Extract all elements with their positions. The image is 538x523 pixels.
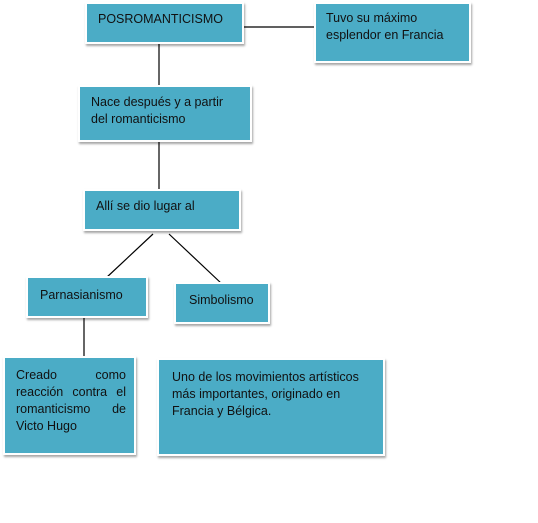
node-alli-se-dio-label: Allí se dio lugar al	[96, 199, 195, 213]
node-uno-de-los-label: Uno de los movimientos artísticos más im…	[172, 370, 359, 418]
node-creado-como-label: Creado como reacción contra el romantici…	[16, 368, 126, 433]
node-posromanticismo-label: POSROMANTICISMO	[98, 12, 224, 26]
node-creado-como: Creado como reacción contra el romantici…	[3, 356, 136, 455]
node-alli-se-dio: Allí se dio lugar al	[83, 189, 241, 231]
node-parnasianismo: Parnasianismo	[26, 276, 148, 318]
node-simbolismo-label: Simbolismo	[189, 293, 254, 307]
node-maximo-esplendor: Tuvo su máximo esplendor en Francia	[314, 2, 471, 63]
node-nace-despues: Nace después y a partir del romanticismo	[78, 85, 252, 142]
node-uno-de-los: Uno de los movimientos artísticos más im…	[157, 358, 385, 456]
node-nace-despues-label: Nace después y a partir del romanticismo	[91, 95, 224, 126]
connector-alli-simbolismo	[168, 233, 223, 285]
node-parnasianismo-label: Parnasianismo	[40, 288, 123, 302]
connector-alli-parnasianismo	[105, 233, 154, 279]
node-posromanticismo: POSROMANTICISMO	[85, 2, 244, 44]
node-maximo-esplendor-label: Tuvo su máximo esplendor en Francia	[326, 11, 444, 42]
node-simbolismo: Simbolismo	[174, 282, 270, 324]
